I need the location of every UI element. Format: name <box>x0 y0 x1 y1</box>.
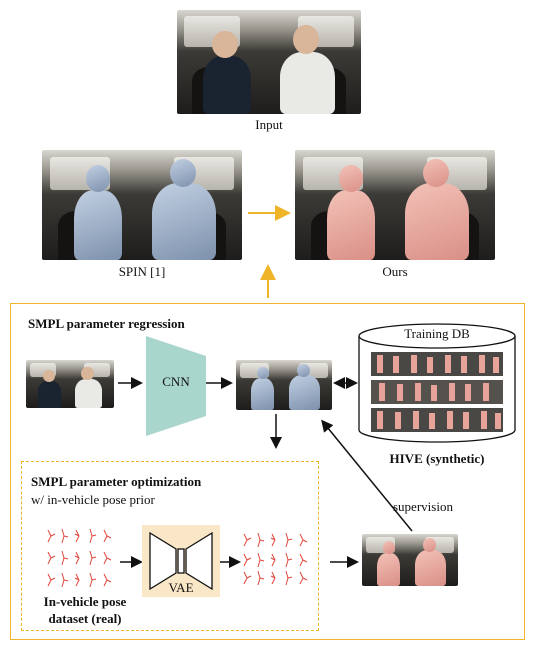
dataset-label-line1: In-vehicle pose <box>43 594 127 609</box>
spin-photo <box>42 150 242 260</box>
input-photo <box>177 10 361 114</box>
input-label: Input <box>255 117 283 132</box>
optimization-box <box>21 461 319 631</box>
cnn-label: CNN <box>162 374 190 389</box>
supervision-label: supervision <box>393 499 453 514</box>
optimization-subtitle: w/ in-vehicle pose prior <box>31 492 155 507</box>
ours-label: Ours <box>382 264 408 279</box>
vae-block <box>142 525 220 597</box>
dataset-label-line2: dataset (real) <box>48 611 122 626</box>
raw-pose-samples <box>47 528 112 588</box>
vae-label: VAE <box>168 580 194 595</box>
training-db-cylinder <box>358 323 516 443</box>
regression-output-photo <box>236 360 332 410</box>
spin-label: SPIN [1] <box>118 264 166 279</box>
final-output-photo <box>362 534 458 586</box>
regression-input-photo <box>26 360 114 408</box>
regression-title: SMPL parameter regression <box>28 316 185 331</box>
training-db-label: Training DB <box>404 326 470 341</box>
hive-label: HIVE (synthetic) <box>389 451 485 466</box>
optimized-pose-samples <box>243 532 308 586</box>
cnn-block <box>146 336 206 436</box>
arrow-supervision <box>321 419 413 532</box>
ours-photo <box>295 150 495 260</box>
optimization-title: SMPL parameter optimization <box>31 474 202 489</box>
pipeline-box <box>10 303 525 640</box>
